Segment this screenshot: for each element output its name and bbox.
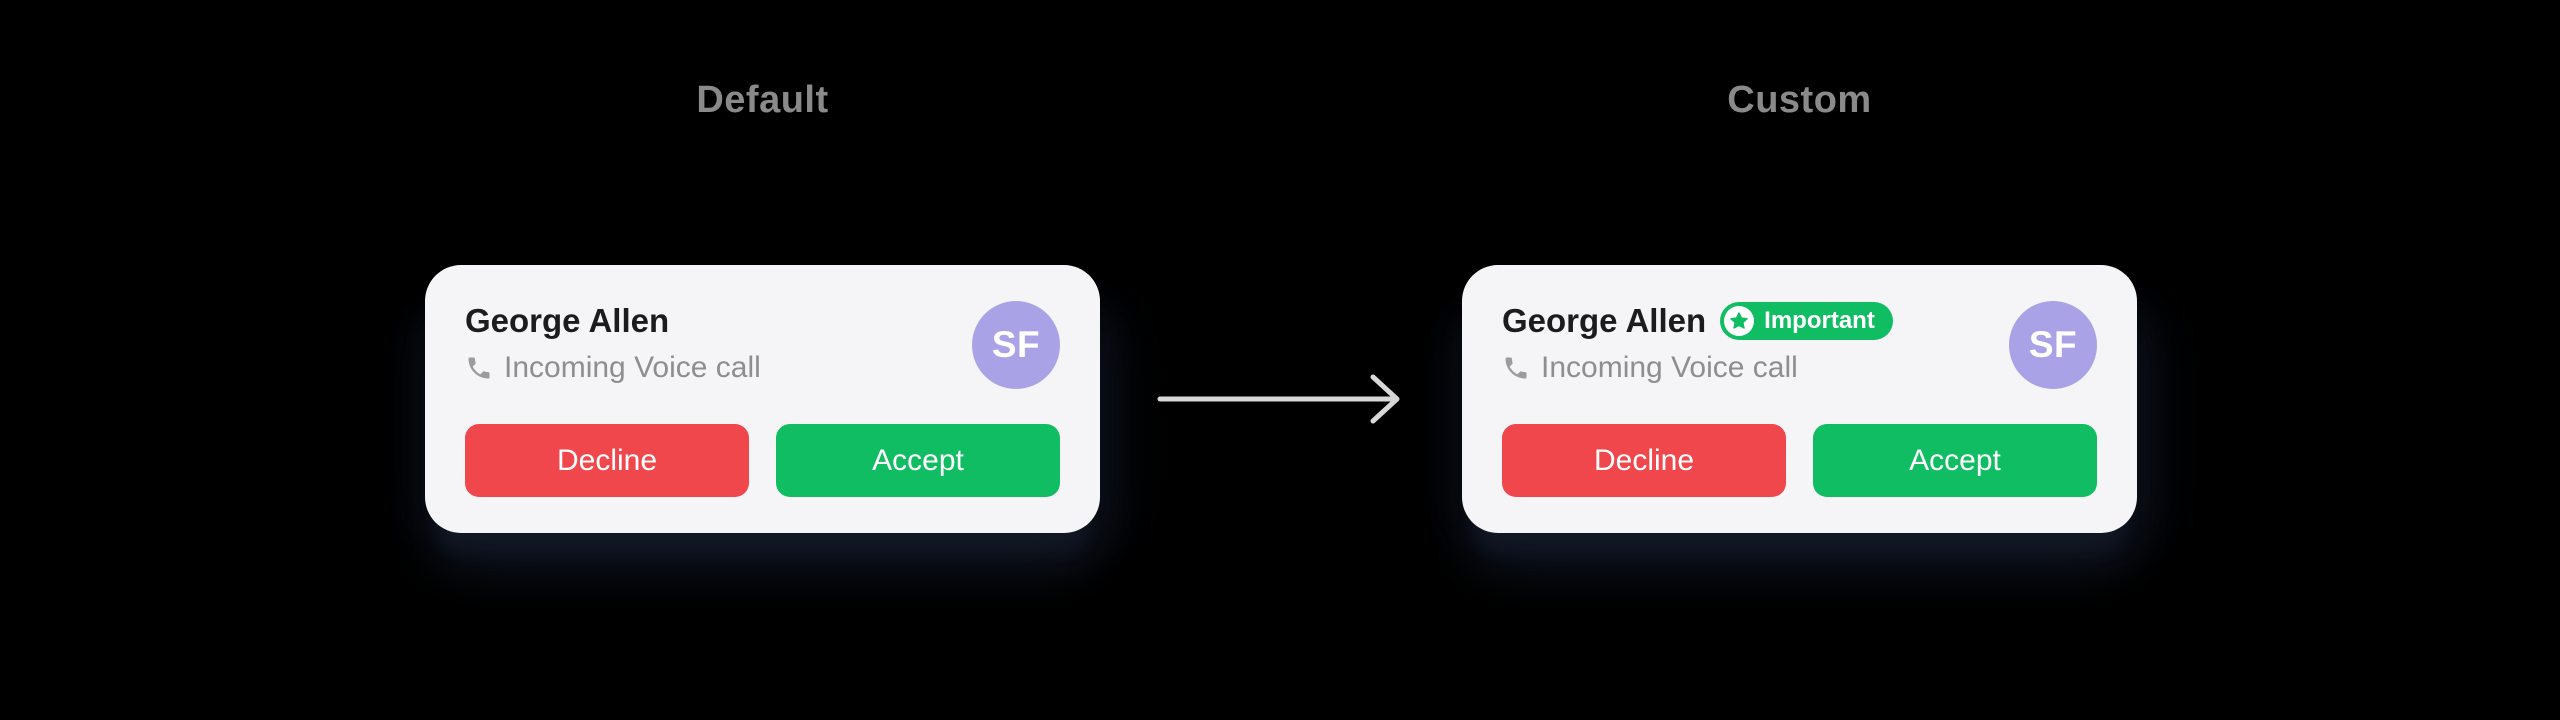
call-card-default: George Allen Incoming Voice call SF Decl… [425,265,1100,533]
avatar: SF [972,301,1060,389]
section-title-default: Default [696,79,829,121]
star-icon [1724,306,1755,336]
decline-button[interactable]: Decline [1502,424,1786,497]
decline-button[interactable]: Decline [465,424,749,497]
accept-button[interactable]: Accept [1813,424,2097,497]
important-badge: Important [1720,302,1893,340]
call-status-row: Incoming Voice call [1502,350,2097,386]
card-header: George Allen [465,301,1060,341]
section-title-custom: Custom [1727,79,1872,121]
badge-label: Important [1764,307,1875,334]
phone-handset-icon [1502,354,1530,382]
accept-button[interactable]: Accept [776,424,1060,497]
avatar: SF [2009,301,2097,389]
call-status-text: Incoming Voice call [1541,351,1798,384]
button-row: Decline Accept [1502,424,2097,497]
card-header: George Allen Important [1502,301,2097,341]
button-row: Decline Accept [465,424,1060,497]
phone-handset-icon [465,354,493,382]
arrow-right-icon [1156,367,1406,431]
call-status-text: Incoming Voice call [504,351,761,384]
caller-name: George Allen [1502,302,1707,339]
caller-name: George Allen [465,302,670,339]
call-card-custom: George Allen Important Incoming Voice ca… [1462,265,2137,533]
call-status-row: Incoming Voice call [465,350,1060,386]
